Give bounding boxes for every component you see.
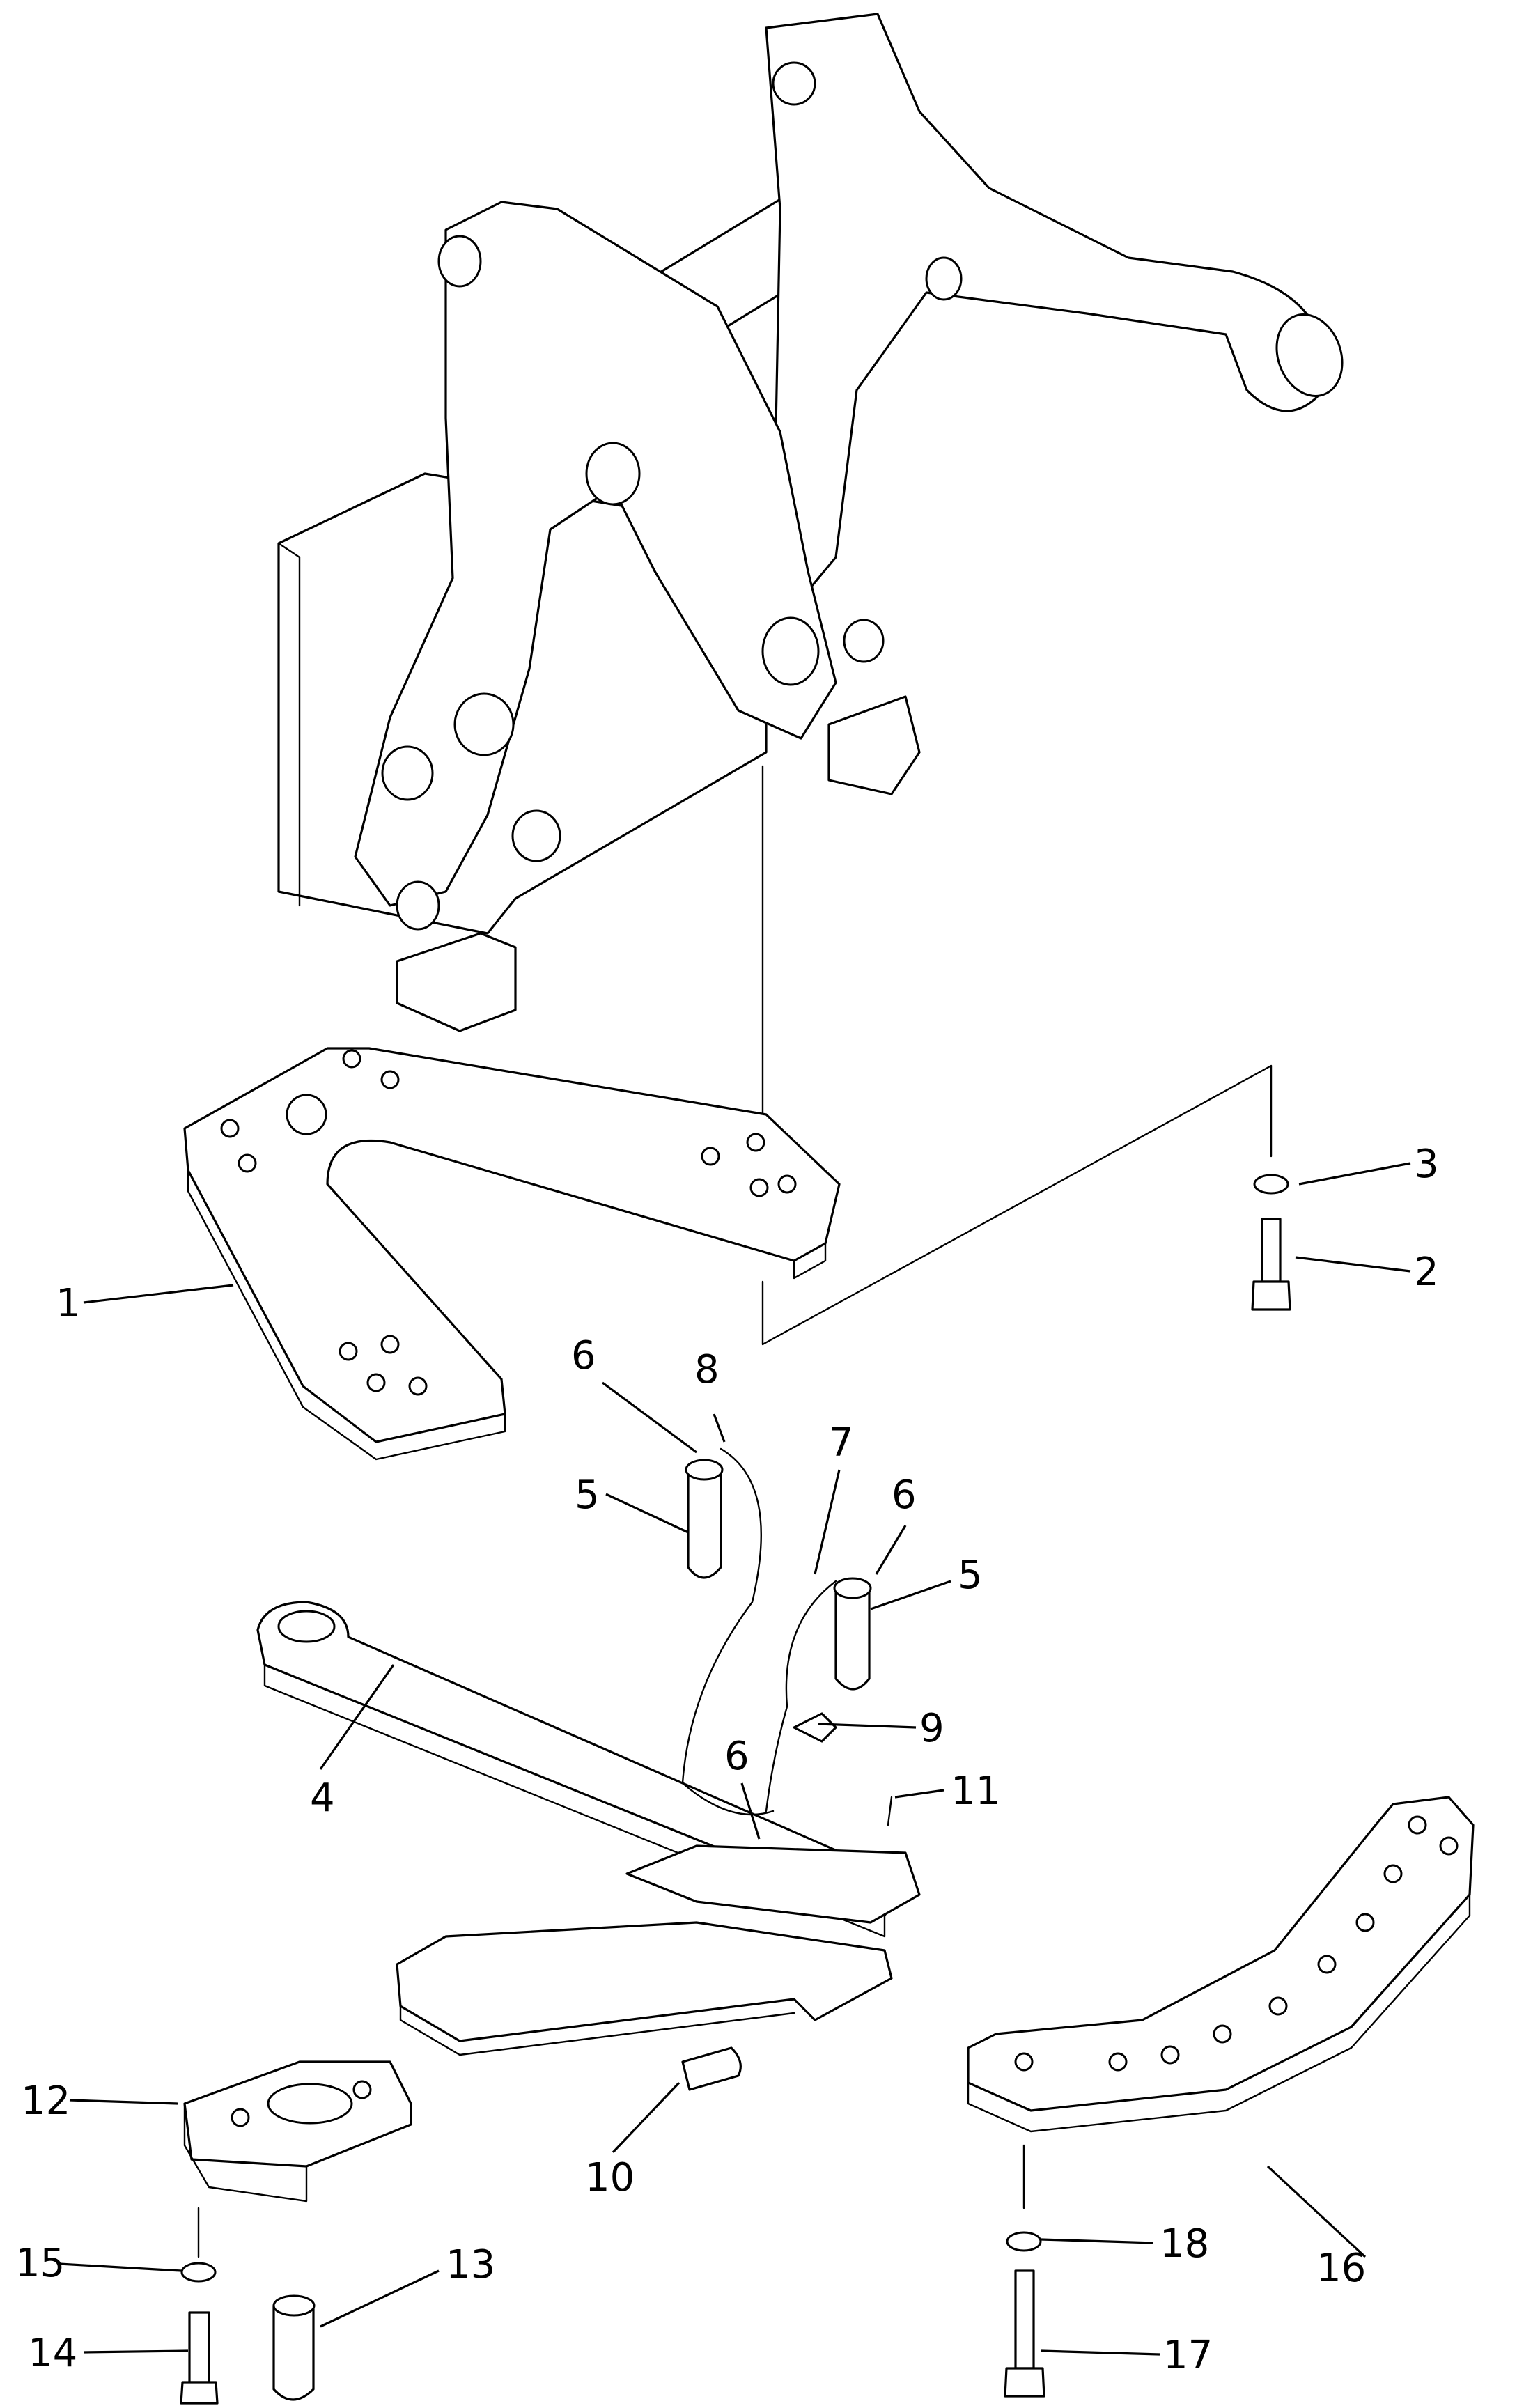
part-16-curved-plate <box>967 1796 1475 2133</box>
callout-5b: 5 <box>958 1553 983 1598</box>
callout-11: 11 <box>951 1769 1000 1814</box>
callout-6b: 6 <box>892 1473 917 1518</box>
callout-6a: 6 <box>571 1333 596 1378</box>
callout-13: 13 <box>446 2242 495 2287</box>
callout-labels: 1 2 3 4 5 5 6 6 6 7 8 9 10 11 12 13 14 1… <box>15 1142 1439 2378</box>
part-4-drawbar <box>256 1601 921 2056</box>
part-13-bushing <box>272 2294 316 2401</box>
callout-8: 8 <box>694 1347 720 1392</box>
upper-frame-assembly <box>277 13 1344 1346</box>
callout-7: 7 <box>829 1420 854 1466</box>
part-12-block <box>183 2060 412 2203</box>
part-1-u-plate <box>183 1047 841 1461</box>
callout-15: 15 <box>15 2241 65 2286</box>
pins-and-chains <box>681 1447 893 2091</box>
callout-12: 12 <box>21 2079 70 2124</box>
callout-10: 10 <box>585 2155 635 2200</box>
callout-17: 17 <box>1163 2333 1213 2378</box>
part-2-3-bolt-washer <box>1251 1174 1291 1311</box>
callout-2: 2 <box>1414 1250 1439 1295</box>
part-17-18-bolt-washer <box>1004 2144 1045 2398</box>
callout-14: 14 <box>28 2331 77 2376</box>
callout-18: 18 <box>1160 2221 1209 2267</box>
callout-1: 1 <box>56 1281 81 1326</box>
part-14-15-bolt-washer <box>180 2207 219 2405</box>
callout-16: 16 <box>1316 2246 1366 2291</box>
callout-5a: 5 <box>575 1473 600 1518</box>
callout-6c: 6 <box>724 1734 749 1779</box>
callout-4: 4 <box>310 1776 335 1821</box>
leader-lines <box>59 1162 1411 2356</box>
callout-9: 9 <box>919 1706 944 1751</box>
callout-3: 3 <box>1414 1142 1439 1187</box>
